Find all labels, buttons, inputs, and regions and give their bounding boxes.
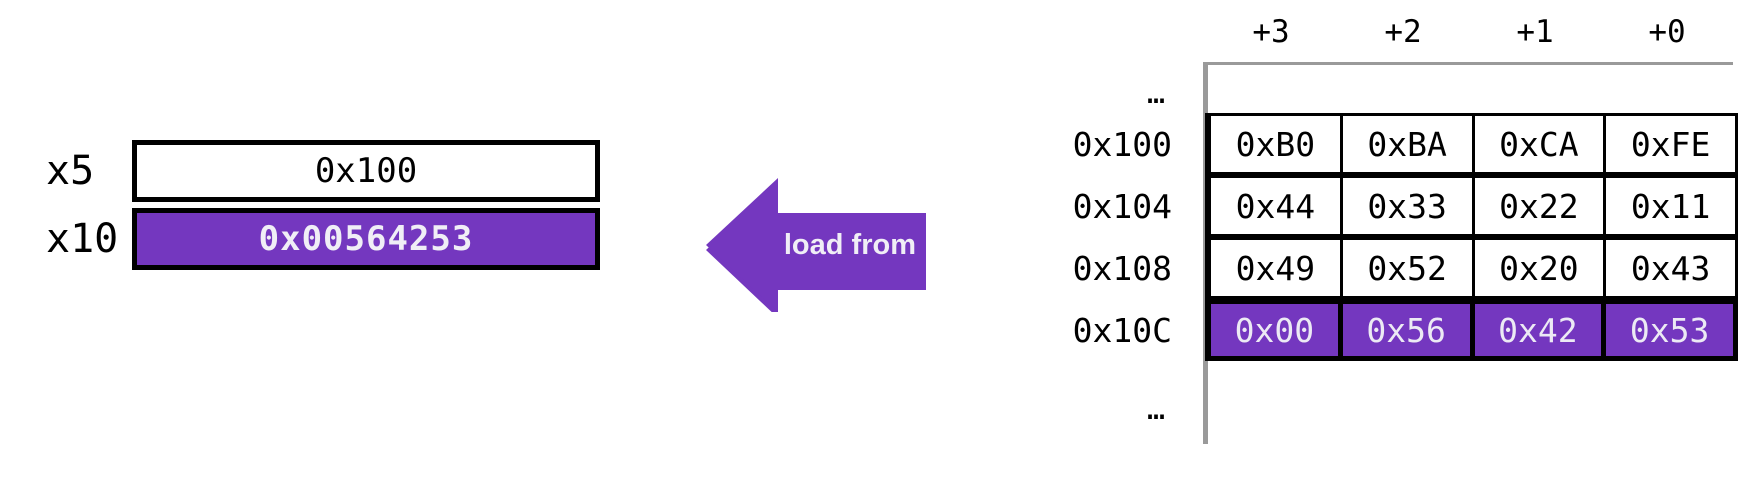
memory-top-rule bbox=[1205, 62, 1733, 65]
memory-cells-0x10C: 0x00 0x56 0x42 0x53 bbox=[1205, 299, 1738, 361]
memory-row-0x100: 0x100 0xB0 0xBA 0xCA 0xFE bbox=[960, 113, 1750, 175]
memory-cells-0x104: 0x44 0x33 0x22 0x11 bbox=[1205, 175, 1738, 237]
memory-table: +3 +2 +1 +0 … 0x100 0xB0 0xBA 0xCA 0xFE … bbox=[960, 0, 1750, 500]
memory-byte-0x10D: 0x42 bbox=[1469, 304, 1602, 356]
memory-column-headers: +3 +2 +1 +0 bbox=[1205, 10, 1733, 54]
load-from-arrow: load from bbox=[706, 178, 926, 312]
column-header-plus3: +3 bbox=[1252, 14, 1290, 50]
memory-byte-0x10A: 0x52 bbox=[1339, 240, 1472, 296]
column-header-plus1: +1 bbox=[1516, 14, 1554, 50]
memory-address-ellipsis-top: … bbox=[1146, 75, 1166, 111]
column-header-plus0: +0 bbox=[1648, 14, 1686, 50]
memory-row-0x10C: 0x10C 0x00 0x56 0x42 0x53 bbox=[960, 299, 1750, 361]
memory-address-0x108: 0x108 bbox=[1072, 248, 1172, 288]
arrow-left-icon bbox=[706, 178, 926, 312]
memory-byte-0x108: 0x43 bbox=[1603, 240, 1735, 296]
memory-byte-0x105: 0x22 bbox=[1471, 178, 1604, 234]
register-file: x5 0x100 x10 0x00564253 bbox=[40, 140, 600, 290]
memory-cells-blank-bottom bbox=[1205, 378, 1738, 440]
register-row-x10: x10 0x00564253 bbox=[40, 208, 600, 270]
register-value-box-x5: 0x100 bbox=[132, 140, 600, 202]
memory-address-0x100: 0x100 bbox=[1072, 124, 1172, 164]
memory-byte-0x10C: 0x53 bbox=[1601, 304, 1733, 356]
memory-byte-0x10F: 0x00 bbox=[1211, 304, 1338, 356]
register-row-x5: x5 0x100 bbox=[40, 140, 600, 202]
column-header-plus2: +2 bbox=[1384, 14, 1422, 50]
memory-address-ellipsis-bottom: … bbox=[1146, 391, 1166, 427]
memory-row-ellipsis-bottom: … bbox=[960, 378, 1750, 440]
memory-cells-0x100: 0xB0 0xBA 0xCA 0xFE bbox=[1205, 113, 1738, 175]
memory-row-ellipsis-top: … bbox=[960, 62, 1750, 124]
memory-cells-0x108: 0x49 0x52 0x20 0x43 bbox=[1205, 237, 1738, 299]
memory-byte-0x103: 0xB0 bbox=[1211, 116, 1340, 172]
memory-address-0x10C: 0x10C bbox=[1072, 310, 1172, 350]
memory-row-0x108: 0x108 0x49 0x52 0x20 0x43 bbox=[960, 237, 1750, 299]
memory-byte-0x109: 0x20 bbox=[1471, 240, 1604, 296]
register-value-box-x10: 0x00564253 bbox=[132, 208, 600, 270]
register-name-x10: x10 bbox=[46, 216, 119, 262]
memory-byte-0x106: 0x33 bbox=[1339, 178, 1472, 234]
memory-byte-0x100: 0xFE bbox=[1603, 116, 1735, 172]
memory-byte-0x10E: 0x56 bbox=[1337, 304, 1470, 356]
memory-byte-0x102: 0xBA bbox=[1339, 116, 1472, 172]
memory-row-0x104: 0x104 0x44 0x33 0x22 0x11 bbox=[960, 175, 1750, 237]
memory-address-0x104: 0x104 bbox=[1072, 186, 1172, 226]
register-name-x5: x5 bbox=[46, 148, 95, 194]
memory-byte-0x104: 0x11 bbox=[1603, 178, 1735, 234]
memory-byte-0x10B: 0x49 bbox=[1211, 240, 1340, 296]
memory-byte-0x101: 0xCA bbox=[1471, 116, 1604, 172]
memory-byte-0x107: 0x44 bbox=[1211, 178, 1340, 234]
arrow-label: load from bbox=[783, 228, 916, 261]
